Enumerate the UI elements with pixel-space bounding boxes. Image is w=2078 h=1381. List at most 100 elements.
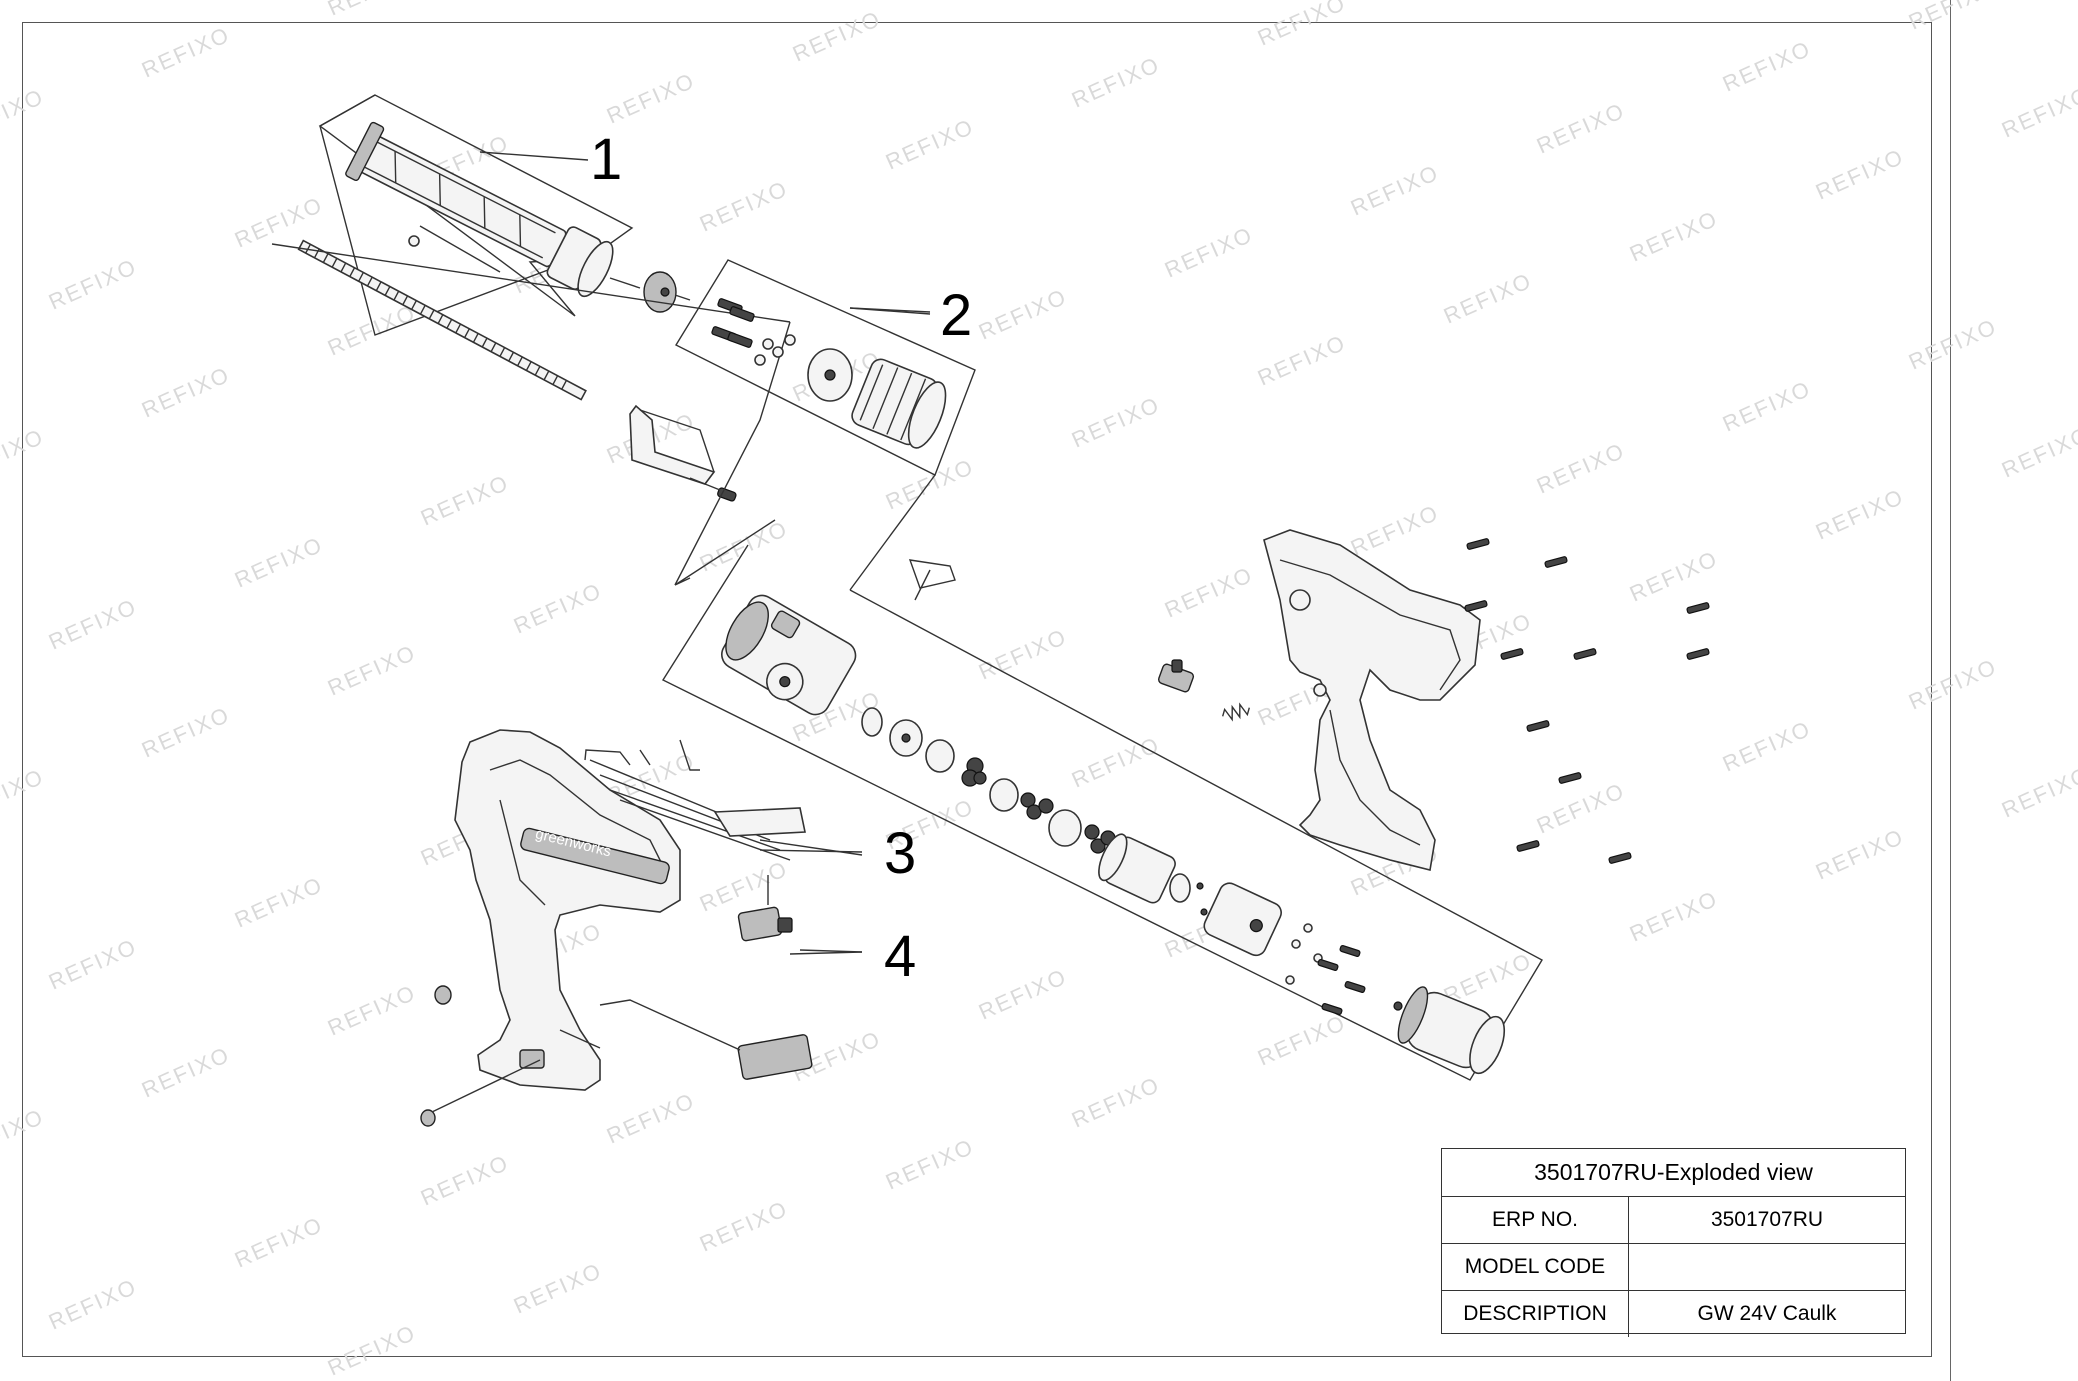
- title-block-title: 3501707RU-Exploded view: [1442, 1149, 1905, 1197]
- frame-right-edge: [1950, 0, 1951, 1381]
- watermark-text: REFIXO: [45, 594, 141, 655]
- watermark-text: REFIXO: [0, 1104, 48, 1165]
- model-code-label: MODEL CODE: [1442, 1244, 1629, 1290]
- watermark-text: REFIXO: [696, 176, 792, 237]
- housing-screw: [1608, 852, 1632, 864]
- callout-3: 3: [884, 821, 917, 886]
- watermark-text: REFIXO: [975, 284, 1071, 345]
- watermark-text: REFIXO: [138, 22, 234, 83]
- watermark-text: REFIXO: [882, 454, 978, 515]
- erp-no-value: 3501707RU: [1710, 1208, 1824, 1231]
- model-code-value: [1629, 1244, 1905, 1290]
- watermark-text: REFIXO: [1626, 546, 1722, 607]
- part-group-1: [271, 94, 791, 586]
- watermark-text: REFIXO: [975, 0, 1071, 5]
- watermark-text: REFIXO: [231, 532, 327, 593]
- watermark-text: REFIXO: [1533, 778, 1629, 839]
- watermark-text: REFIXO: [324, 1320, 420, 1381]
- erp-no-label: ERP NO.: [1442, 1197, 1629, 1243]
- watermark-text: REFIXO: [138, 362, 234, 423]
- housing-screw: [1500, 648, 1524, 660]
- watermark-text: REFIXO: [231, 872, 327, 933]
- watermark-text: REFIXO: [510, 578, 606, 639]
- housing-screws: [1464, 538, 1710, 864]
- housing-screw: [1544, 556, 1568, 568]
- watermark-text: REFIXO: [231, 192, 327, 253]
- watermark-text: REFIXO: [1998, 762, 2078, 823]
- housing-half-right: [1263, 529, 1710, 871]
- watermark-text: REFIXO: [45, 934, 141, 995]
- watermark-text: REFIXO: [417, 470, 513, 531]
- title-block-row: ERP NO. 3501707RU: [1442, 1197, 1905, 1244]
- housing-screw: [1516, 840, 1540, 852]
- title-block: 3501707RU-Exploded view ERP NO. 3501707R…: [1441, 1148, 1906, 1337]
- watermark-text: REFIXO: [1068, 1072, 1164, 1133]
- watermark-text: REFIXO: [1626, 886, 1722, 947]
- watermark-text: REFIXO: [417, 1150, 513, 1211]
- watermark-text: REFIXO: [324, 980, 420, 1041]
- housing-screw: [1686, 648, 1710, 660]
- watermark-text: REFIXO: [1347, 500, 1443, 561]
- title-block-row: DESCRIPTION GW 24V Caulk: [1442, 1291, 1905, 1337]
- watermark-text: REFIXO: [975, 624, 1071, 685]
- watermark-text: REFIXO: [1626, 206, 1722, 267]
- housing-screw: [1464, 600, 1488, 612]
- watermark-text: REFIXO: [1347, 160, 1443, 221]
- watermark-text: REFIXO: [324, 640, 420, 701]
- housing-screw: [1466, 538, 1490, 550]
- watermark-text: REFIXO: [1719, 36, 1815, 97]
- title-block-row: MODEL CODE: [1442, 1244, 1905, 1291]
- watermark-text: REFIXO: [1719, 716, 1815, 777]
- watermark-text: REFIXO: [324, 300, 420, 361]
- leader-4: [799, 949, 863, 953]
- watermark-text: REFIXO: [1812, 144, 1908, 205]
- watermark-text: REFIXO: [1905, 654, 2001, 715]
- housing-half-left: greenworks: [420, 729, 863, 1127]
- watermark-text: REFIXO: [1533, 438, 1629, 499]
- watermark-text: REFIXO: [603, 1088, 699, 1149]
- description-label: DESCRIPTION: [1442, 1291, 1629, 1337]
- leader-3: [759, 849, 863, 853]
- watermark-text: REFIXO: [0, 764, 48, 825]
- watermark-text: REFIXO: [975, 964, 1071, 1025]
- housing-screw: [1526, 720, 1550, 732]
- watermark-text: REFIXO: [324, 0, 420, 21]
- callout-4: 4: [884, 924, 917, 989]
- watermark-text: REFIXO: [882, 1134, 978, 1195]
- watermark-text: REFIXO: [1998, 82, 2078, 143]
- watermark-text: REFIXO: [45, 1274, 141, 1335]
- watermark-text: REFIXO: [0, 424, 48, 485]
- watermark-text: REFIXO: [1161, 222, 1257, 283]
- watermark-text: REFIXO: [1254, 1010, 1350, 1071]
- watermark-text: REFIXO: [1998, 422, 2078, 483]
- leader-2: [849, 307, 931, 313]
- watermark-text: REFIXO: [1068, 732, 1164, 793]
- watermark-text: REFIXO: [1812, 824, 1908, 885]
- watermark-text: REFIXO: [696, 856, 792, 917]
- callout-2: 2: [940, 283, 973, 348]
- housing-screw: [1686, 602, 1710, 614]
- watermark-text: REFIXO: [0, 84, 48, 145]
- watermark-text: REFIXO: [1068, 52, 1164, 113]
- callout-1: 1: [590, 127, 623, 192]
- watermark-text: REFIXO: [45, 254, 141, 315]
- watermark-text: REFIXO: [1161, 562, 1257, 623]
- watermark-text: REFIXO: [789, 6, 885, 67]
- watermark-text: REFIXO: [1254, 0, 1350, 51]
- watermark-text: REFIXO: [1254, 330, 1350, 391]
- watermark-text: REFIXO: [1068, 392, 1164, 453]
- watermark-text: REFIXO: [1812, 484, 1908, 545]
- watermark-text: REFIXO: [882, 114, 978, 175]
- watermark-text: REFIXO: [1533, 98, 1629, 159]
- description-value: GW 24V Caulk: [1697, 1302, 1837, 1325]
- watermark-text: REFIXO: [696, 516, 792, 577]
- watermark-text: REFIXO: [138, 702, 234, 763]
- watermark-text: REFIXO: [1905, 314, 2001, 375]
- watermark-text: REFIXO: [138, 1042, 234, 1103]
- leader-1: [479, 151, 589, 161]
- watermark-text: REFIXO: [696, 1196, 792, 1257]
- part-group-2: [675, 259, 976, 476]
- frame-border: [22, 22, 1932, 1357]
- watermark-text: REFIXO: [603, 68, 699, 129]
